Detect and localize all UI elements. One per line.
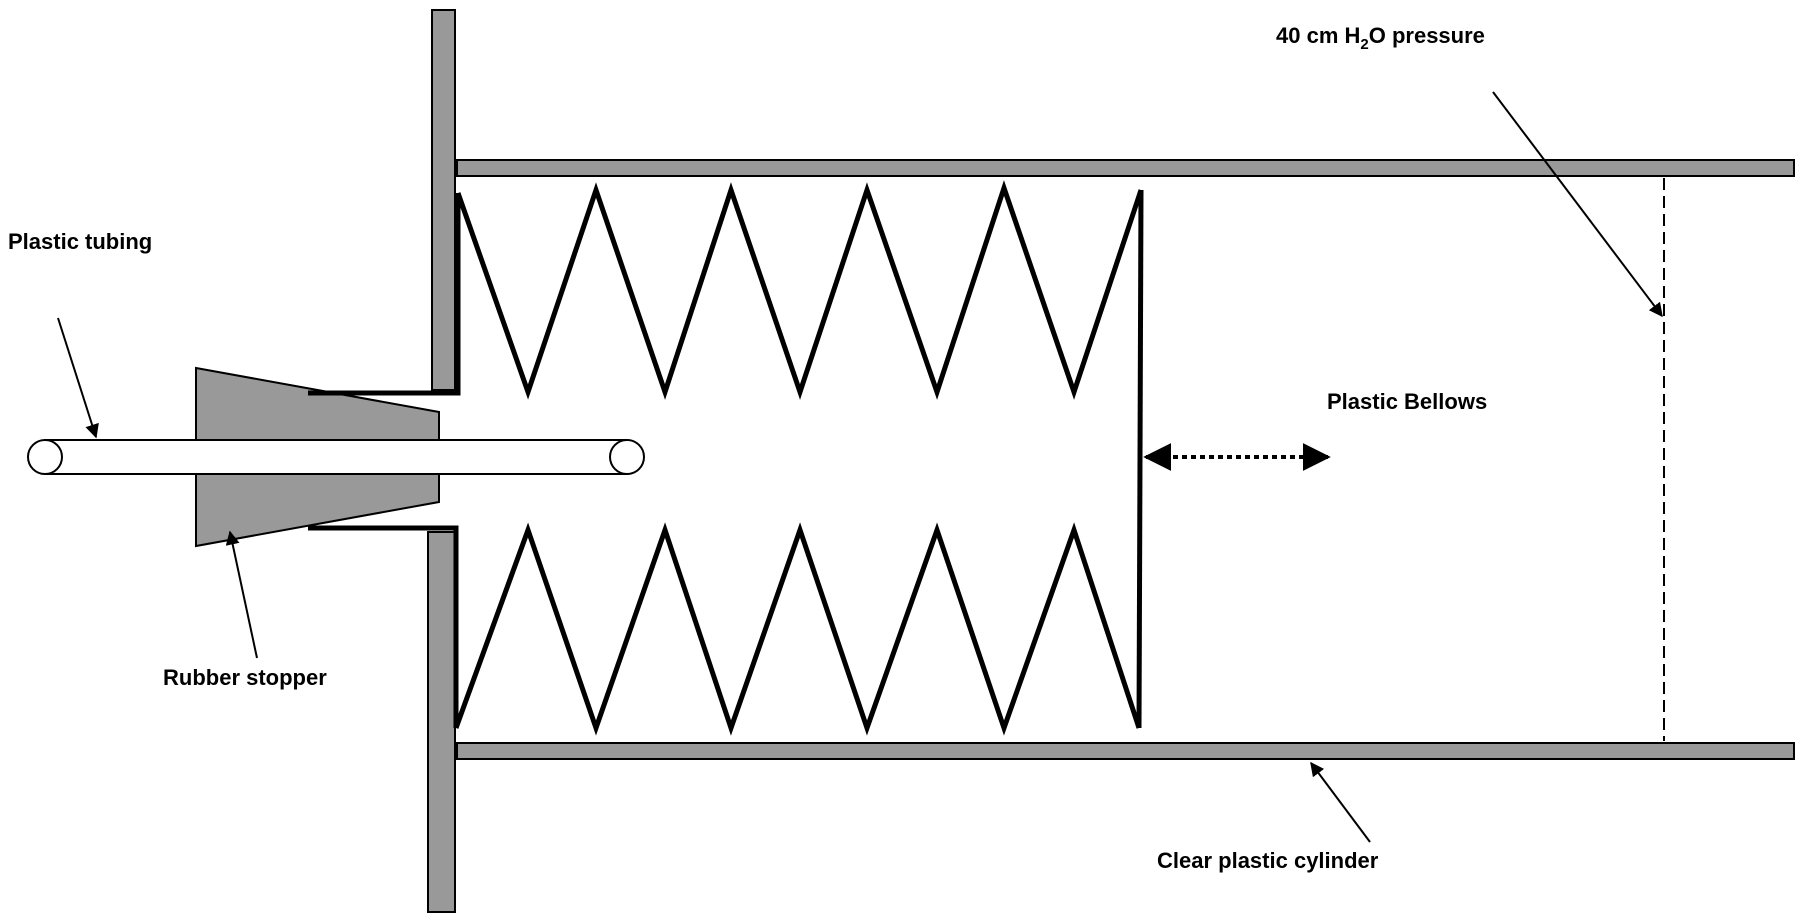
plastic-tubing-leader-arrow [57, 317, 99, 439]
plastic-tubing-label: Plastic tubing [8, 229, 152, 254]
bellows-zigzag-upper [455, 180, 1144, 400]
cylinder-wall-bottom [456, 742, 1795, 760]
plastic-bellows-label: Plastic Bellows [1327, 389, 1487, 414]
pressure-label: 40 cm H2O pressure [1276, 23, 1485, 53]
clear-plastic-cylinder-label: Clear plastic cylinder [1157, 848, 1379, 873]
end-plate-upper [431, 9, 456, 391]
cylinder-leader-arrow [1310, 761, 1371, 843]
rubber-stopper-leader-arrow [225, 530, 258, 659]
pressure-label-subscript: 2 [1360, 36, 1368, 53]
plastic-tubing-end-right [609, 439, 645, 475]
rubber-stopper-label: Rubber stopper [163, 665, 327, 690]
cylinder-wall-top [456, 159, 1795, 177]
pressure-leader-arrow [1492, 91, 1663, 318]
bellows-collar-lower [308, 525, 459, 728]
bellows-collar-upper [308, 193, 461, 396]
end-plate-lower [427, 531, 456, 913]
plastic-tubing-end-left [27, 439, 63, 475]
plastic-tubing [44, 439, 628, 475]
pressure-label-suffix: O pressure [1369, 23, 1485, 48]
bellows-end-plate [1136, 189, 1144, 729]
pressure-label-prefix: 40 cm H [1276, 23, 1360, 48]
bellows-zigzag-lower [453, 522, 1142, 736]
